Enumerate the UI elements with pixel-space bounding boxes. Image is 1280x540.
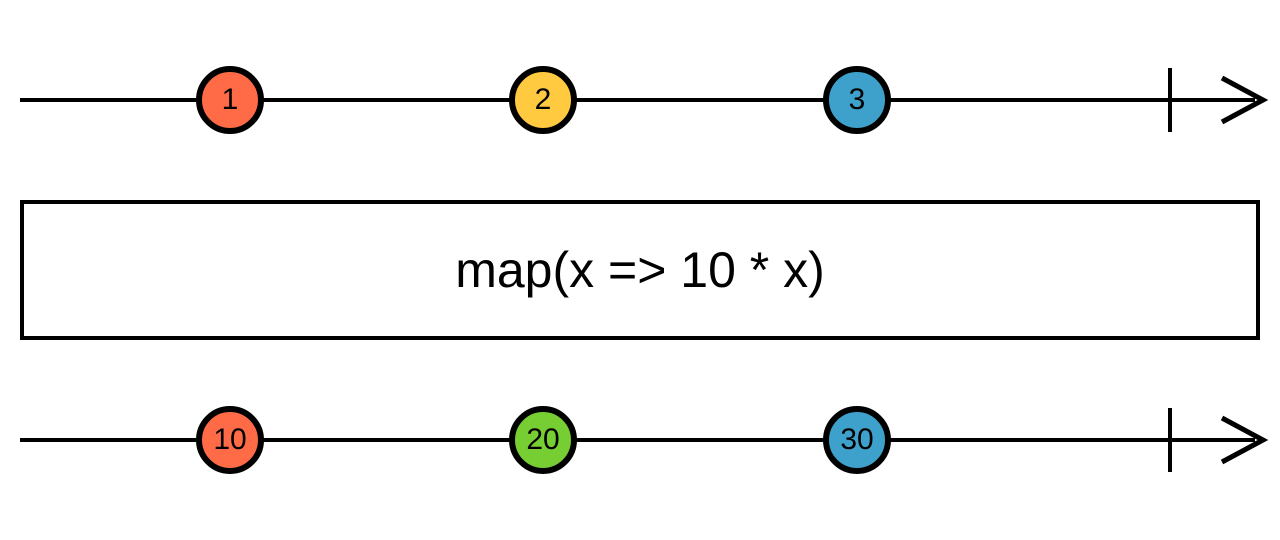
source-marble-3[interactable]: 3	[823, 66, 891, 134]
source-complete-tick[interactable]	[1168, 68, 1172, 132]
operator-label: map(x => 10 * x)	[455, 242, 825, 298]
marble-value: 20	[526, 423, 560, 456]
output-marble-30: 30	[823, 406, 891, 474]
marble-value: 1	[221, 83, 239, 116]
output-arrow-head-icon	[1220, 415, 1269, 465]
output-marble-20: 20	[509, 406, 577, 474]
operator-box: map(x => 10 * x)	[20, 200, 1260, 340]
output-timeline-line	[20, 438, 1255, 442]
output-complete-tick	[1168, 408, 1172, 472]
source-timeline-line	[20, 98, 1255, 102]
marble-value: 2	[534, 83, 552, 116]
marble-value: 30	[840, 423, 874, 456]
marble-value: 3	[848, 83, 866, 116]
source-arrow-head-icon	[1220, 75, 1269, 125]
marble-value: 10	[213, 423, 247, 456]
source-marble-1[interactable]: 1	[196, 66, 264, 134]
source-marble-2[interactable]: 2	[509, 66, 577, 134]
output-marble-10: 10	[196, 406, 264, 474]
